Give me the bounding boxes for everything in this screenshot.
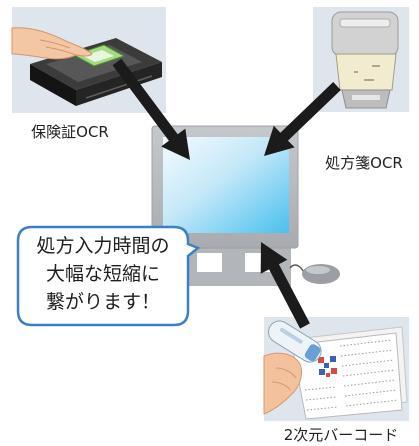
- callout-bubble: 処方入力時間の 大幅な短縮に 繋がります！: [16, 225, 201, 327]
- callout-line-3: 繋がります！: [46, 291, 160, 313]
- callout-line-1: 処方入力時間の: [36, 235, 169, 257]
- barcode-reader-panel: [263, 317, 409, 421]
- hand-icon: [263, 352, 303, 415]
- barcode-reader-label: 2次元バーコード: [284, 426, 399, 444]
- insurance-card-ocr-panel: [11, 7, 166, 113]
- callout-outline: [16, 225, 201, 327]
- qr-code-icon: [318, 356, 337, 377]
- insurance-card-icon: [72, 44, 126, 67]
- stand-gap: [197, 253, 222, 272]
- arrow-from-insurance-card-ocr: [112, 58, 190, 161]
- arrow-from-barcode-reader: [260, 242, 310, 329]
- insurance-card-ocr-label: 保険証OCR: [31, 123, 109, 141]
- callout-line-2: 大幅な短縮に: [46, 263, 160, 285]
- arrow-from-prescription-ocr: [264, 82, 341, 156]
- barcode-scanner-icon: [268, 320, 322, 363]
- prescription-ocr-label: 処方箋OCR: [325, 154, 403, 172]
- hand-icon: [11, 27, 93, 60]
- mouse-icon: [289, 264, 340, 284]
- document-scanner-icon: [331, 11, 399, 109]
